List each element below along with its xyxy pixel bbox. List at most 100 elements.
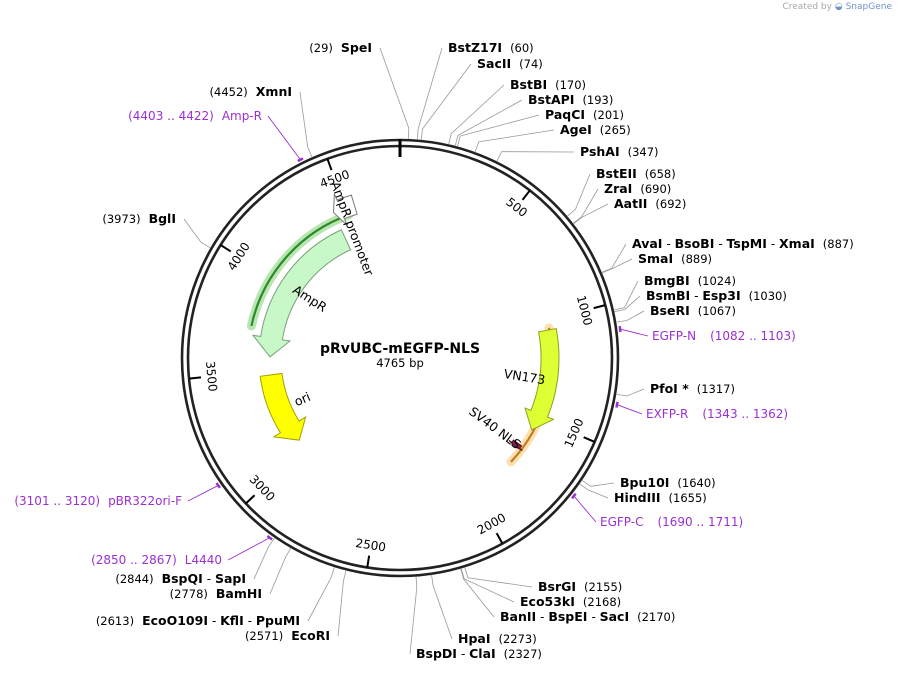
site-leader-line xyxy=(601,258,633,274)
site-label: HpaI(2273) xyxy=(458,631,537,646)
site-position: (29) xyxy=(309,41,333,55)
tick-label: 2500 xyxy=(355,536,387,555)
primer-name: pBR322ori-F xyxy=(108,494,182,508)
site-label: BstAPI (193) xyxy=(528,92,613,107)
amp-orf-arc xyxy=(250,213,350,327)
site-enzyme-name: SmaI xyxy=(638,251,673,266)
site-leader-line xyxy=(613,295,641,313)
site-position: (2155) xyxy=(584,580,622,594)
primer-bind-mark xyxy=(615,401,619,408)
site-leader-line xyxy=(431,574,453,640)
site-position: (3973) xyxy=(102,212,140,226)
site-position: (74) xyxy=(519,57,543,71)
site-enzyme-name: PfoI * xyxy=(650,381,689,396)
site-position: (193) xyxy=(582,93,613,107)
ampr-promoter-arrow xyxy=(333,193,358,226)
primer-leader-line xyxy=(187,485,219,502)
site-enzyme-name: KflI xyxy=(220,613,244,628)
site-label: BstEII (658) xyxy=(596,166,676,181)
snapgene-credit: Created by ◒ SnapGene xyxy=(782,2,892,12)
site-leader-line xyxy=(307,566,335,622)
site-leader-line xyxy=(616,310,645,323)
tick-mark-4000 xyxy=(220,244,232,253)
site-label: (29)SpeI xyxy=(309,40,372,55)
site-position: (265) xyxy=(600,123,631,137)
site-enzyme-name: BsrGI xyxy=(538,579,576,594)
credit-prefix: Created by xyxy=(782,2,832,12)
site-label: Eco53kI (2168) xyxy=(520,594,621,609)
site-position: (347) xyxy=(628,145,659,159)
site-position: (2844) xyxy=(115,572,153,586)
site-separator: - xyxy=(591,610,599,624)
site-enzyme-name: XmnI xyxy=(256,84,292,99)
site-enzyme-name: AvaI xyxy=(632,236,662,251)
site-leader-line xyxy=(572,203,609,225)
primer-label: EGFP-N(1082 .. 1103) xyxy=(652,329,796,343)
site-enzyme-name: Eco53kI xyxy=(520,594,575,609)
site-leader-line xyxy=(613,280,639,311)
site-enzyme-name: BstEII xyxy=(596,166,637,181)
tick-label: 500 xyxy=(503,195,530,220)
site-label: (3973)BglI xyxy=(102,211,176,226)
site-enzyme-name: PpuMI xyxy=(256,613,300,628)
tick-mark-2000 xyxy=(495,532,504,545)
site-label: BstBI(170) xyxy=(510,77,586,92)
site-enzyme-name: HindIII xyxy=(614,490,661,505)
site-position: (690) xyxy=(640,182,671,196)
primer-bind-mark xyxy=(618,325,622,333)
tick-mark-1000 xyxy=(593,304,606,310)
site-leader-line xyxy=(253,537,276,580)
site-separator: - xyxy=(212,614,220,628)
site-enzyme-name: BstZ17I xyxy=(448,40,502,55)
site-label: (2778)BamHI xyxy=(170,586,262,601)
site-position: (2778) xyxy=(170,587,208,601)
site-leader-line xyxy=(337,570,347,637)
site-position: (658) xyxy=(645,167,676,181)
site-enzyme-name: SacII xyxy=(477,56,511,71)
site-position: (1317) xyxy=(697,382,735,396)
site-enzyme-name: XmaI xyxy=(779,236,815,251)
site-position: (4452) xyxy=(210,85,248,99)
site-leader-line xyxy=(474,129,555,153)
ampr-arrow xyxy=(251,229,352,358)
primer-label: (2850 .. 2867)L4440 xyxy=(91,553,222,567)
primer-bind-mark xyxy=(266,535,273,541)
site-label: (4452) XmnI xyxy=(210,84,292,99)
site-position: (1067) xyxy=(698,304,736,318)
ori-label: ori xyxy=(292,389,313,409)
site-separator: - xyxy=(694,289,702,303)
site-enzyme-name: SacI xyxy=(600,609,630,624)
site-label: ZraI (690) xyxy=(604,181,671,196)
snapgene-logo-icon: ◒ xyxy=(834,2,843,12)
site-enzyme-name: PshAI xyxy=(580,144,620,159)
primer-bind-mark xyxy=(571,492,577,500)
site-label: PfoI * (1317) xyxy=(650,381,735,396)
sv40-nls-arrow xyxy=(508,439,523,451)
site-enzyme-name: BstAPI xyxy=(528,92,574,107)
primer-bind-mark xyxy=(297,157,304,163)
site-leader-line xyxy=(269,547,292,595)
primer-leader-line xyxy=(267,115,301,160)
primer-name: EXFP-R xyxy=(646,407,688,421)
site-enzyme-name: Esp3I xyxy=(702,288,740,303)
primer-range: (1690 .. 1711) xyxy=(657,515,743,529)
tick-mark-500 xyxy=(521,189,531,201)
site-enzyme-name: ClaI xyxy=(469,646,496,661)
site-position: (1640) xyxy=(677,476,715,490)
primer-range: (3101 .. 3120) xyxy=(14,494,100,508)
site-separator: - xyxy=(248,614,256,628)
site-leader-line xyxy=(581,479,615,487)
tick-label: 1500 xyxy=(562,416,587,450)
site-enzyme-name: ZraI xyxy=(604,181,632,196)
site-leader-line xyxy=(496,151,575,162)
site-leader-line xyxy=(615,388,645,397)
site-label: AgeI(265) xyxy=(560,122,631,137)
site-position: (2168) xyxy=(583,595,621,609)
primer-sites: EGFP-N(1082 .. 1103)EXFP-R(1343 .. 1362)… xyxy=(14,109,795,567)
site-position: (60) xyxy=(510,41,534,55)
site-position: (2613) xyxy=(96,614,134,628)
site-separator: - xyxy=(666,237,674,251)
tick-mark-4500 xyxy=(326,158,333,171)
